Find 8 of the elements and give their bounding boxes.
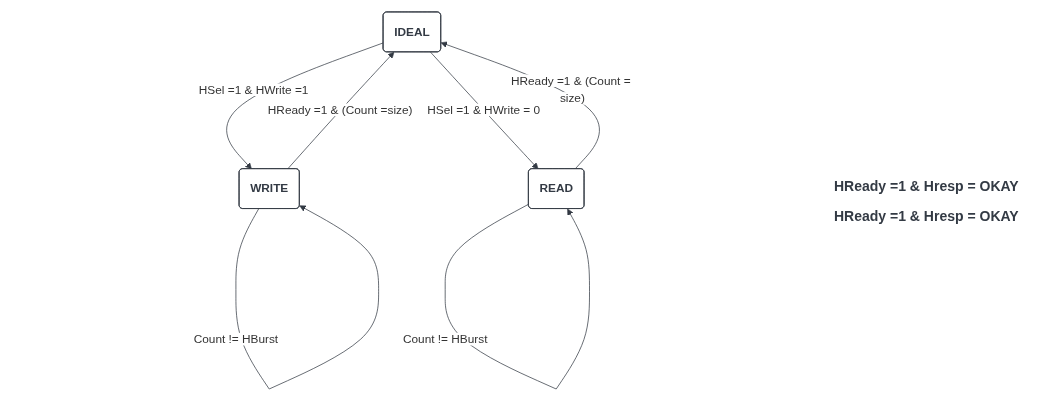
edge-label: HReady =1 & (Count =size)	[267, 103, 413, 117]
edge-label: HSel =1 & HWrite = 0	[427, 103, 541, 117]
edge-label: Count != HBurst	[193, 332, 279, 346]
edge-label: Count != HBurst	[402, 332, 488, 346]
edge-label: HReady =1 & (Count = size)	[510, 74, 631, 105]
edge-label: HSel =1 & HWrite =1	[198, 83, 309, 96]
condition-note: HReady =1 & Hresp = OKAY	[834, 207, 1020, 224]
condition-note: HReady =1 & Hresp = OKAY	[834, 177, 1020, 194]
